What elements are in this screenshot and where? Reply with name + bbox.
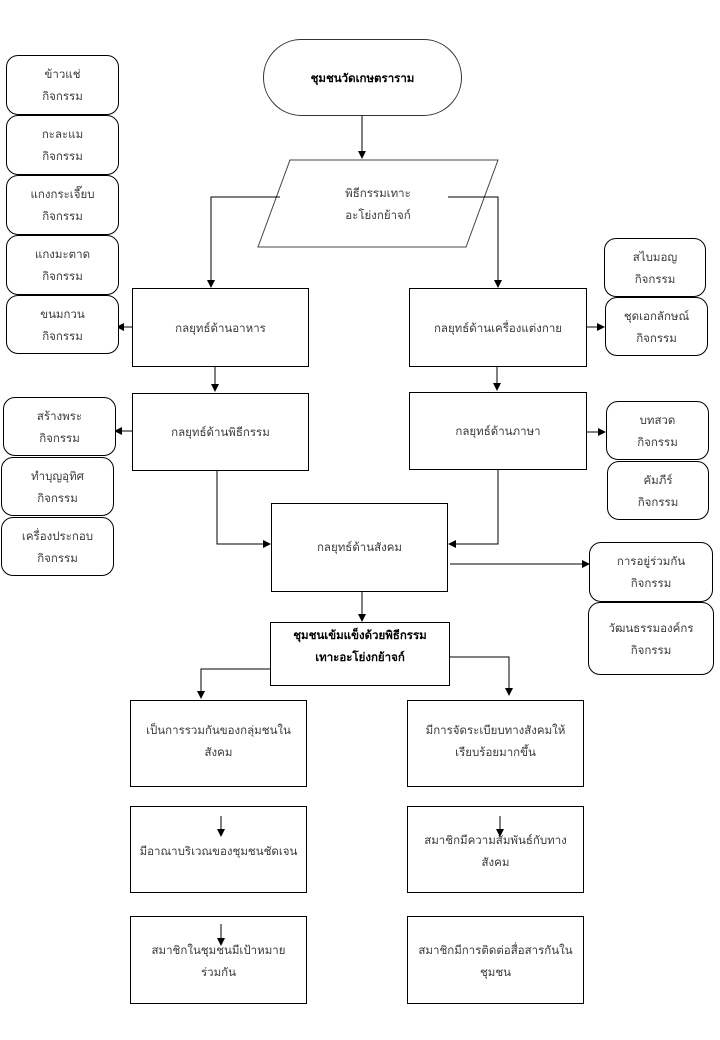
strategy-society: กลยุทธ์ด้านสังคม [271,503,448,592]
language-activity-1-label: กิจกรรม [637,434,678,449]
outcome-right-1-line1: มีการจัดระเบียบทางสังคมให้ [425,723,566,737]
strategy-society-label: กลยุทธ์ด้านสังคม [316,540,403,554]
start-label: ชุมชนวัดเกษตราราม [310,70,415,85]
society-activity-2: วัฒนธรรมองค์กร กิจกรรม [588,602,714,675]
arrow-ritual-to-costume [448,196,502,288]
outcome-left-1: เป็นการรวมกันของกลุ่มชนใน สังคม [130,700,307,787]
ceremony-activity-2-label: กิจกรรม [37,490,78,505]
strategy-food: กลยุทธ์ด้านอาหาร [132,288,309,367]
ceremony-activity-1: สร้างพระ กิจกรรม [3,397,116,456]
ritual-line1: พิธีกรรมเทาะ [345,186,411,200]
arrow-ceremony-to-society [216,470,271,548]
ceremony-activity-2-name: ทำบุญอุทิศ [31,468,84,483]
ceremony-activity-1-name: สร้างพระ [36,408,83,423]
result-line2: เทาะอะโย่งกย้าจก์ [315,650,405,664]
costume-activity-2-label: กิจกรรม [636,330,677,345]
food-activity-5-name: ขนมกวน [40,306,85,321]
outcome-right-1: มีการจัดระเบียบทางสังคมให้ เรียบร้อยมากข… [407,700,584,787]
result-box: ชุมชนเข้มแข็งด้วยพิธีกรรม เทาะอะโย่งกย้า… [270,622,450,686]
outcome-right-2-line1: สมาชิกมีความสัมพันธ์กับทาง [424,833,567,847]
outcome-left-1-line2: สังคม [204,745,233,759]
outcome-right-3-line2: ชุมชน [479,965,512,979]
strategy-ceremony-label: กลยุทธ์ด้านพิธีกรรม [171,425,270,439]
ceremony-activity-3: เครื่องประกอบ กิจกรรม [1,517,114,576]
society-activity-1-name: การอยู่ร่วมกัน [616,554,686,568]
food-activity-5-label: กิจกรรม [42,328,83,343]
food-activity-2-name: กะละแม [41,127,84,141]
food-activity-3: แกงกระเจี๊ยบ กิจกรรม [6,175,119,235]
society-activity-1-label: กิจกรรม [630,576,672,590]
costume-activity-2: ชุดเอกลักษณ์ กิจกรรม [605,297,708,356]
costume-activity-1-name: สไบมอญ [632,249,678,264]
outcome-left-2: มีอาณาบริเวณของชุมชนชัดเจน [130,806,307,893]
outcome-left-2-line1: มีอาณาบริเวณของชุมชนชัดเจน [139,844,298,858]
costume-activity-1: สไบมอญ กิจกรรม [604,238,706,297]
food-activity-4-label: กิจกรรม [42,269,83,283]
strategy-language: กลยุทธ์ด้านภาษา [409,392,587,470]
strategy-ceremony: กลยุทธ์ด้านพิธีกรรม [132,393,309,471]
arrow-language-to-society [448,470,499,548]
outcome-right-3: สมาชิกมีการติดต่อสื่อสารกันใน ชุมชน [407,916,584,1004]
strategy-costume-label: กลยุทธ์ด้านเครื่องแต่งกาย [433,320,563,335]
arrow-result-to-right-outcomes [449,656,513,696]
result-line1: ชุมชนเข้มแข็งด้วยพิธีกรรม [293,628,427,642]
society-activity-2-label: กิจกรรม [630,642,672,657]
costume-activity-2-name: ชุดเอกลักษณ์ [623,308,690,323]
food-activity-3-label: กิจกรรม [42,209,83,223]
food-activity-2: กะละแม กิจกรรม [6,115,119,175]
language-activity-2: คัมภีร์ กิจกรรม [607,461,709,520]
society-activity-2-name: วัฒนธรรมองค์กร [608,620,694,635]
ceremony-activity-3-name: เครื่องประกอบ [21,528,94,543]
outcome-right-2: สมาชิกมีความสัมพันธ์กับทาง สังคม [407,806,584,893]
language-activity-1-name: บทสวด [639,412,676,427]
food-activity-1-label: กิจกรรม [42,89,83,103]
ritual-parallelogram [257,159,499,248]
start-terminator: ชุมชนวัดเกษตราราม [263,39,462,116]
outcome-left-3-line1: สมาชิกในชุมชนมีเป้าหมาย [151,943,286,957]
ceremony-activity-3-label: กิจกรรม [37,550,78,565]
outcome-left-3-line2: ร่วมกัน [200,965,237,979]
strategy-food-label: กลยุทธ์ด้านอาหาร [175,320,266,335]
food-activity-4: แกงมะตาด กิจกรรม [6,235,119,295]
outcome-left-1-line1: เป็นการรวมกันของกลุ่มชนใน [146,723,291,737]
arrow-ritual-to-food [207,196,280,288]
outcome-right-1-line2: เรียบร้อยมากขึ้น [455,745,536,759]
language-activity-2-label: กิจกรรม [637,494,679,509]
ceremony-activity-1-label: กิจกรรม [39,430,80,445]
arrow-result-to-left-outcomes [197,668,270,699]
ritual-line2: อะโย่งกย้าจก์ [345,208,411,222]
outcome-right-2-line2: สังคม [481,855,510,869]
food-activity-4-name: แกงมะตาด [34,247,91,261]
ceremony-activity-2: ทำบุญอุทิศ กิจกรรม [1,457,114,516]
food-activity-1: ข้าวแช่ กิจกรรม [6,55,119,115]
society-activity-1: การอยู่ร่วมกัน กิจกรรม [589,542,713,602]
strategy-language-label: กลยุทธ์ด้านภาษา [455,424,541,438]
outcome-right-3-line1: สมาชิกมีการติดต่อสื่อสารกันใน [418,943,573,957]
food-activity-1-name: ข้าวแช่ [44,67,81,81]
strategy-costume: กลยุทธ์ด้านเครื่องแต่งกาย [409,288,587,367]
ritual-input: พิธีกรรมเทาะ อะโย่งกย้าจก์ [258,160,498,248]
outcome-left-3: สมาชิกในชุมชนมีเป้าหมาย ร่วมกัน [130,916,307,1004]
language-activity-1: บทสวด กิจกรรม [606,401,709,460]
language-activity-2-name: คัมภีร์ [643,472,673,487]
costume-activity-1-label: กิจกรรม [634,271,676,286]
food-activity-3-name: แกงกระเจี๊ยบ [30,187,95,201]
food-activity-5: ขนมกวน กิจกรรม [6,295,119,354]
food-activity-2-label: กิจกรรม [42,149,83,163]
